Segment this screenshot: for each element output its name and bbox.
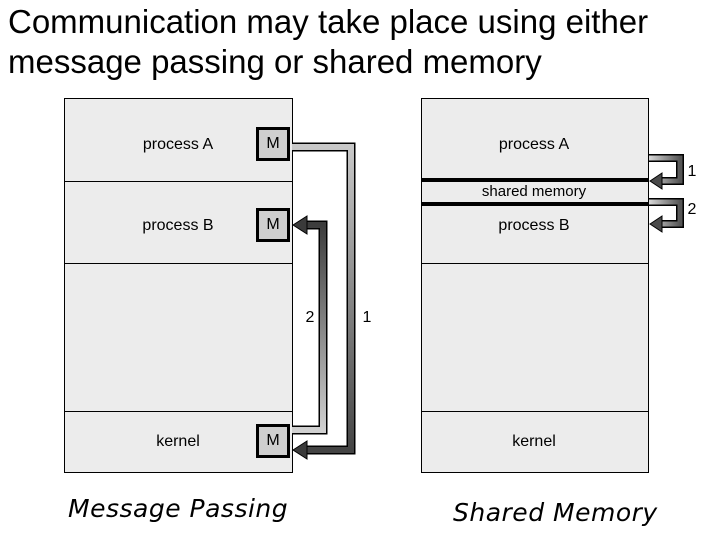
sm-process-a-label: process A (498, 136, 570, 153)
sm-arrow-2 (649, 198, 684, 233)
sm-kernel-label: kernel (512, 433, 556, 450)
sm-divider-b-free (421, 263, 649, 264)
message-passing-memory-box (64, 98, 293, 473)
mp-arrow-1 (292, 142, 356, 460)
mp-process-b-label: process B (142, 217, 214, 234)
mp-divider-a-b (64, 181, 293, 182)
mp-message-box-a: M (256, 127, 290, 161)
sm-shared-memory-label: shared memory (481, 183, 587, 200)
sm-arrow-2-label: 2 (687, 201, 697, 218)
mp-message-box-b: M (256, 208, 290, 242)
message-passing-caption: Message Passing (68, 494, 289, 523)
sm-process-b-label: process B (498, 217, 570, 234)
shared-memory-caption: Shared Memory (453, 498, 658, 527)
sm-shared-bottom-border (421, 202, 649, 206)
mp-arrow-2-label: 2 (305, 309, 315, 326)
sm-arrow-1-label: 1 (687, 163, 697, 180)
mp-message-box-kernel: M (256, 424, 290, 458)
sm-arrow-1 (649, 154, 684, 190)
mp-arrow-1-label: 1 (362, 309, 372, 326)
mp-kernel-label: kernel (156, 433, 200, 450)
mp-arrow-2 (292, 215, 328, 435)
sm-shared-top-border (421, 178, 649, 182)
mp-divider-free-kernel (64, 411, 293, 412)
mp-process-a-label: process A (142, 136, 214, 153)
mp-divider-b-free (64, 263, 293, 264)
slide-title: Communication may take place using eithe… (8, 3, 649, 80)
sm-divider-free-kernel (421, 411, 649, 412)
shared-memory-box (421, 98, 649, 473)
